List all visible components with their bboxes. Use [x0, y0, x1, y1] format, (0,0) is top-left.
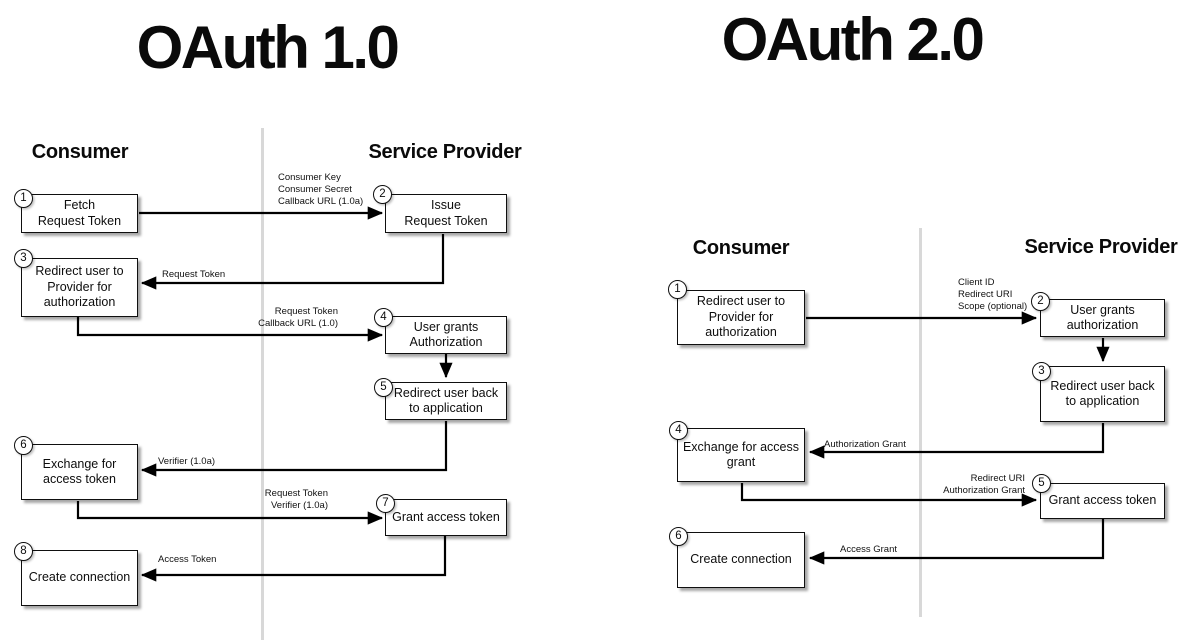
- oauth2-badge-6: 6: [669, 527, 688, 546]
- oauth1-badge-3: 3: [14, 249, 33, 268]
- oauth2-title: OAuth 2.0: [721, 6, 985, 73]
- oauth1-arrow-3-4: [76, 317, 384, 342]
- oauth1-badge-7: 7: [376, 494, 395, 513]
- oauth1-arrow-2-3: [140, 234, 445, 290]
- oauth2-arrow-5-6: [808, 519, 1105, 565]
- oauth2-edge-label-2: Authorization Grant: [824, 439, 906, 450]
- oauth2-badge-3: 3: [1032, 362, 1051, 381]
- oauth1-node-5: Redirect user back to application: [385, 382, 507, 420]
- oauth2-node-3: Redirect user back to application: [1040, 366, 1165, 422]
- oauth2-badge-5: 5: [1032, 474, 1051, 493]
- oauth1-badge-4: 4: [374, 308, 393, 327]
- oauth1-edge-label-4: Verifier (1.0a): [158, 456, 216, 467]
- oauth2-node-4: Exchange for access grant: [677, 428, 805, 482]
- oauth2-node-6: Create connection: [677, 532, 805, 588]
- oauth1-edge-label-6: Access Token: [158, 554, 217, 565]
- oauth1-edge-label-3: Request Token Callback URL (1.0): [258, 306, 338, 329]
- oauth1-arrow-5-6: [140, 421, 448, 477]
- oauth2-arrow-3-4: [808, 423, 1105, 459]
- oauth2-edge-label-1: Client ID Redirect URI Scope (optional): [958, 277, 1028, 312]
- oauth1-title: OAuth 1.0: [136, 14, 400, 81]
- oauth1-node-6: Exchange for access token: [21, 444, 138, 500]
- oauth1-badge-2: 2: [373, 185, 392, 204]
- oauth2-node-2: User grants authorization: [1040, 299, 1165, 337]
- oauth2-edge-label-3: Redirect URI Authorization Grant: [943, 473, 1025, 496]
- oauth1-edge-label-5: Request Token Verifier (1.0a): [264, 488, 328, 511]
- oauth1-edge-label-1: Consumer Key Consumer Secret Callback UR…: [278, 172, 364, 207]
- oauth2-badge-1: 1: [668, 280, 687, 299]
- oauth2-provider-header: Service Provider: [1024, 236, 1178, 258]
- oauth2-consumer-header: Consumer: [692, 237, 790, 259]
- oauth1-node-7: Grant access token: [385, 499, 507, 536]
- oauth2-badge-4: 4: [669, 421, 688, 440]
- oauth1-edge-label-2: Request Token: [162, 269, 226, 280]
- oauth2-arrow-4-5: [740, 483, 1038, 507]
- oauth1-node-4: User grants Authorization: [385, 316, 507, 354]
- oauth1-badge-6: 6: [14, 436, 33, 455]
- oauth2-node-1: Redirect user to Provider for authorizat…: [677, 290, 805, 345]
- oauth1-arrow-7-8: [140, 536, 447, 582]
- oauth1-badge-5: 5: [374, 378, 393, 397]
- oauth1-provider-header: Service Provider: [368, 141, 522, 163]
- oauth1-consumer-header: Consumer: [31, 141, 129, 163]
- oauth2-badge-2: 2: [1031, 292, 1050, 311]
- oauth2-edge-label-4: Access Grant: [840, 544, 898, 555]
- oauth1-node-8: Create connection: [21, 550, 138, 606]
- oauth1-node-2: Issue Request Token: [385, 194, 507, 233]
- oauth2-lane-divider: [919, 228, 922, 617]
- oauth1-arrow-6-7: [76, 501, 384, 525]
- oauth1-badge-8: 8: [14, 542, 33, 561]
- oauth1-node-3: Redirect user to Provider for authorizat…: [21, 258, 138, 317]
- oauth1-node-1: Fetch Request Token: [21, 194, 138, 233]
- oauth2-node-5: Grant access token: [1040, 483, 1165, 519]
- oauth1-lane-divider: [261, 128, 264, 640]
- oauth1-badge-1: 1: [14, 189, 33, 208]
